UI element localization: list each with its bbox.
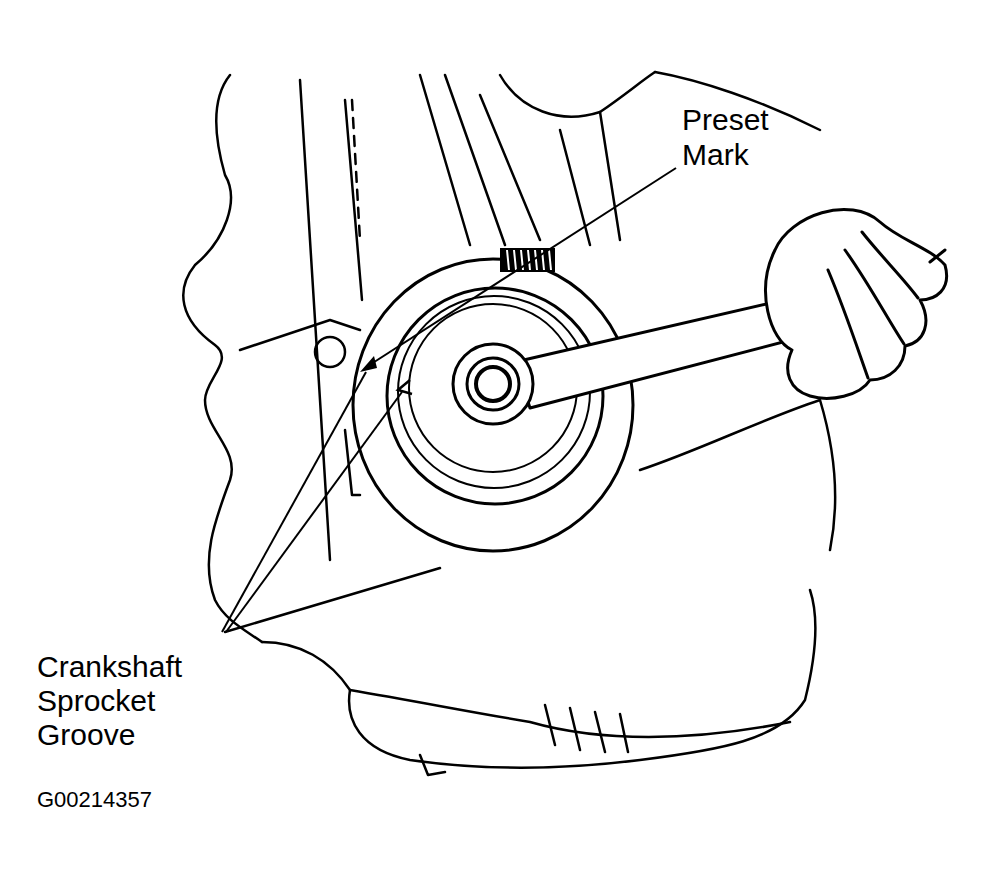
engine-outline [345,100,362,300]
hand-detail [828,232,945,378]
part-label: Preset Mark [682,102,802,172]
leader-line [368,168,676,366]
wrench-socket [453,344,533,424]
leader-line [222,372,366,632]
engine-outline [640,400,835,550]
hand [766,209,947,398]
engine-outline [183,75,262,642]
engine-outline [352,100,360,240]
pan-rib [420,705,628,775]
crankshaft-pulley [353,259,633,551]
wrench-handle [515,298,806,408]
leader-arrowhead [360,356,377,372]
bolt-hole [315,337,345,367]
engine-outline [500,72,655,117]
sprocket-groove [398,380,412,394]
wrench-socket [467,358,519,410]
engine-outline [349,590,815,768]
engine-outline [262,642,790,737]
engine-outline [225,568,440,632]
part-label: Crankshaft Sprocket Groove [37,650,222,752]
leader-line [226,392,402,632]
engine-outline [240,320,360,350]
crank-bolt [476,367,510,401]
engine-outline [420,75,540,245]
figure-code: G00214357 [37,787,297,813]
engine-outline [300,80,330,560]
engine-outline [560,112,620,245]
